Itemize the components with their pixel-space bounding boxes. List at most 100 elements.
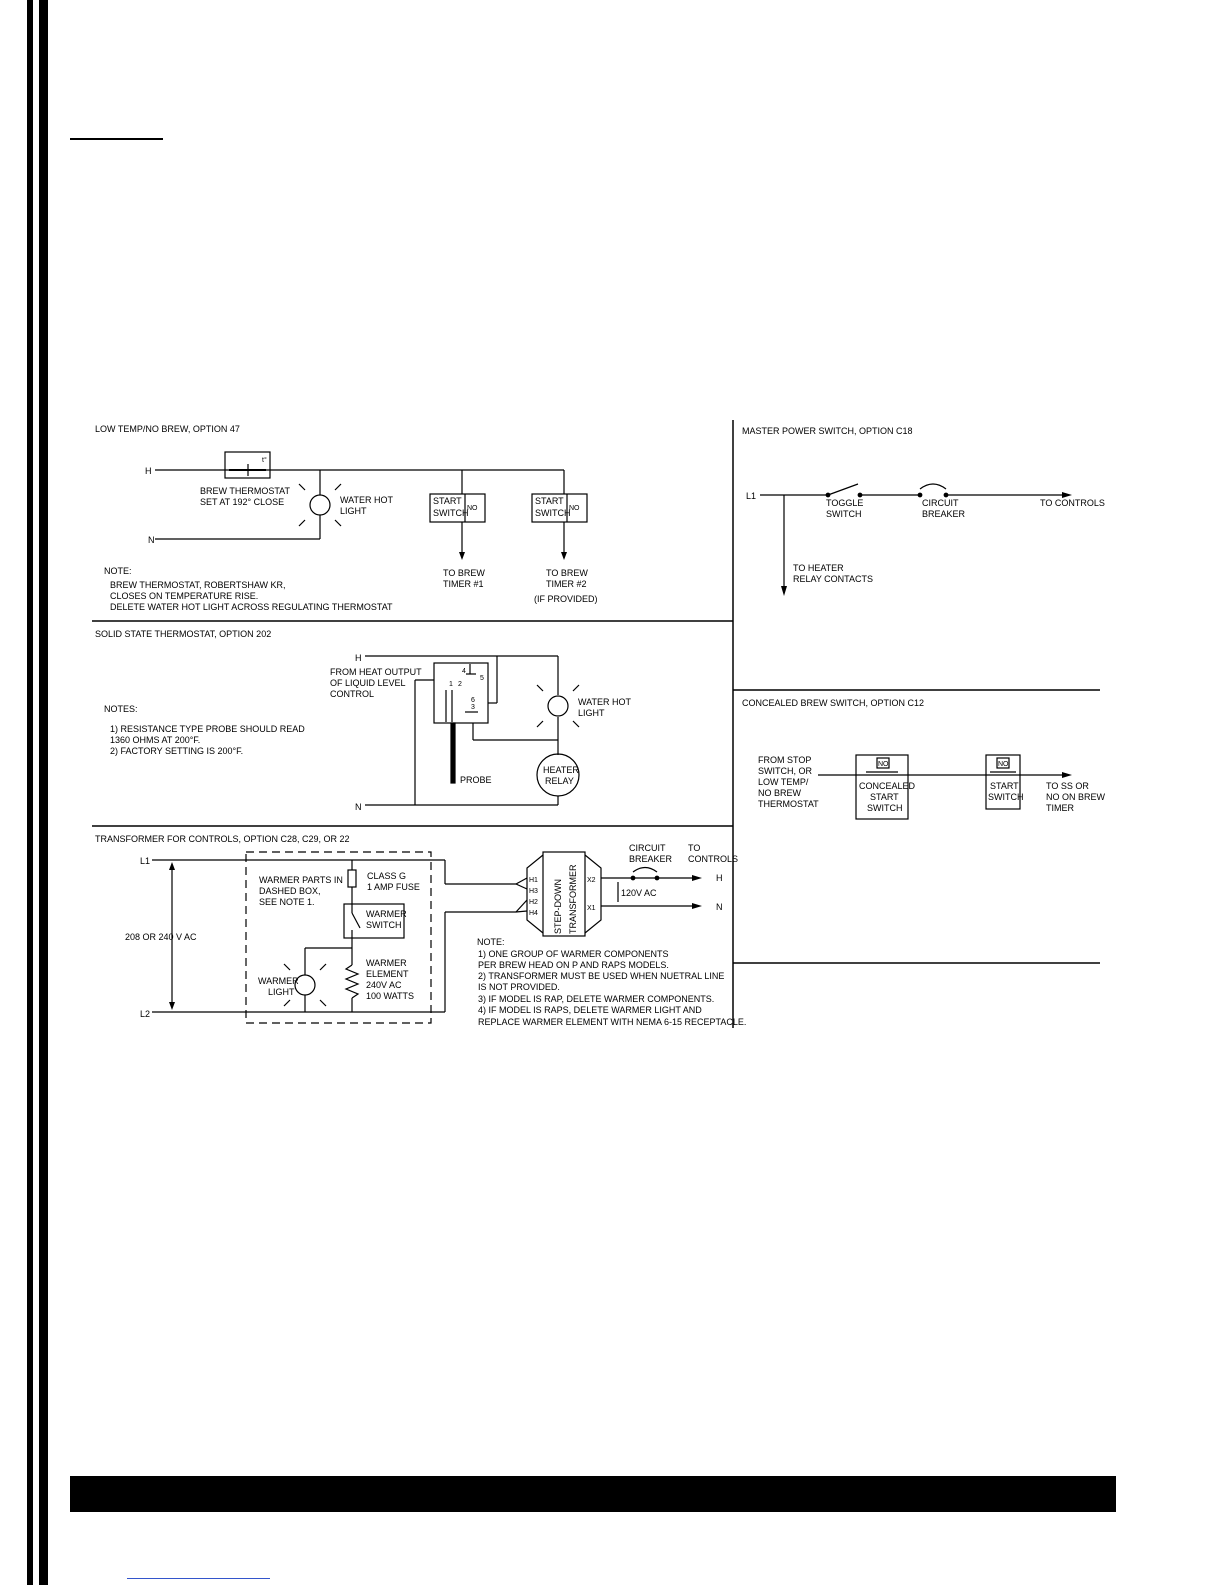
svg-text:TOGGLE: TOGGLE (826, 498, 863, 508)
panel-title: CONCEALED BREW SWITCH, OPTION C12 (742, 698, 924, 708)
panel-title: MASTER POWER SWITCH, OPTION C18 (742, 426, 913, 436)
svg-text:FROM STOP: FROM STOP (758, 755, 811, 765)
svg-text:NO BREW: NO BREW (758, 788, 802, 798)
svg-text:PER BREW HEAD ON P AND RAPS MO: PER BREW HEAD ON P AND RAPS MODELS. (478, 960, 669, 970)
svg-text:CONTROL: CONTROL (330, 689, 374, 699)
svg-text:NOTES:: NOTES: (104, 704, 138, 714)
svg-text:SEE NOTE 1.: SEE NOTE 1. (259, 897, 315, 907)
svg-text:NO: NO (998, 761, 1009, 768)
svg-text:SWITCH: SWITCH (535, 508, 571, 518)
probe-symbol (450, 722, 456, 784)
svg-text:TO BREW: TO BREW (443, 568, 485, 578)
svg-text:SWITCH: SWITCH (433, 508, 469, 518)
secondary-breaker-symbol (630, 866, 660, 881)
svg-text:WARMER: WARMER (258, 976, 299, 986)
svg-text:SWITCH: SWITCH (988, 792, 1024, 802)
svg-text:NOTE:: NOTE: (104, 566, 132, 576)
panel-solid-state: SOLID STATE THERMOSTAT, OPTION 202 H N F… (95, 629, 631, 812)
svg-text:N: N (355, 802, 362, 812)
svg-text:NO: NO (569, 505, 580, 512)
svg-text:H1: H1 (529, 877, 538, 884)
svg-text:CONCEALED: CONCEALED (859, 781, 916, 791)
svg-text:100 WATTS: 100 WATTS (366, 991, 414, 1001)
svg-text:SET AT 192° CLOSE: SET AT 192° CLOSE (200, 497, 284, 507)
svg-text:WATER HOT: WATER HOT (578, 697, 631, 707)
svg-text:DASHED BOX,: DASHED BOX, (259, 886, 321, 896)
svg-text:1 AMP FUSE: 1 AMP FUSE (367, 882, 420, 892)
svg-text:240V AC: 240V AC (366, 980, 402, 990)
svg-text:TIMER #1: TIMER #1 (443, 579, 484, 589)
svg-text:NO: NO (467, 505, 478, 512)
circuit-breaker-symbol (917, 483, 949, 498)
svg-text:WARMER: WARMER (366, 958, 407, 968)
svg-text:START: START (433, 496, 462, 506)
svg-text:1360 OHMS AT 200°F.: 1360 OHMS AT 200°F. (110, 735, 200, 745)
warmer-switch-symbol (343, 903, 405, 939)
svg-text:TO HEATER: TO HEATER (793, 563, 844, 573)
svg-text:NO: NO (878, 761, 889, 768)
step-down-transformer-symbol: STEP-DOWN TRANSFORMER H1 H3 H2 H4 X2 X1 (515, 851, 602, 937)
concealed-start-switch-symbol: NO CONCEALED START SWITCH (855, 754, 916, 820)
panel-title: SOLID STATE THERMOSTAT, OPTION 202 (95, 629, 271, 639)
page-edge-bar-left (27, 0, 33, 1585)
svg-text:X1: X1 (587, 905, 596, 912)
svg-text:STEP-DOWN: STEP-DOWN (553, 879, 563, 934)
svg-text:L1: L1 (140, 856, 150, 866)
svg-text:BREW THERMOSTAT: BREW THERMOSTAT (200, 486, 291, 496)
svg-text:NOTE:: NOTE: (477, 937, 505, 947)
panel-master-power: MASTER POWER SWITCH, OPTION C18 L1 TOGGL… (742, 426, 1105, 596)
start-switch-symbol: NO START SWITCH (985, 754, 1024, 810)
svg-text:CIRCUIT: CIRCUIT (629, 843, 666, 853)
svg-text:TIMER: TIMER (1046, 803, 1074, 813)
svg-text:1) RESISTANCE TYPE PROBE SHOUL: 1) RESISTANCE TYPE PROBE SHOULD READ (110, 724, 305, 734)
svg-text:LIGHT: LIGHT (578, 708, 605, 718)
svg-text:BREW THERMOSTAT, ROBERTSHAW KR: BREW THERMOSTAT, ROBERTSHAW KR, (110, 580, 286, 590)
svg-text:START: START (990, 781, 1019, 791)
svg-text:SWITCH, OR: SWITCH, OR (758, 766, 812, 776)
svg-text:THERMOSTAT: THERMOSTAT (758, 799, 819, 809)
svg-text:H: H (355, 653, 362, 663)
svg-text:WATER HOT: WATER HOT (340, 495, 393, 505)
svg-text:IS NOT PROVIDED.: IS NOT PROVIDED. (478, 982, 560, 992)
panel-dividers (92, 420, 1100, 1028)
svg-text:REPLACE WARMER ELEMENT WITH NE: REPLACE WARMER ELEMENT WITH NEMA 6-15 RE… (478, 1017, 746, 1027)
panel-low-temp: LOW TEMP/NO BREW, OPTION 47 H N t° BREW … (95, 424, 598, 612)
svg-text:START: START (535, 496, 564, 506)
svg-text:NO ON BREW: NO ON BREW (1046, 792, 1106, 802)
water-hot-light-icon (536, 684, 580, 728)
water-hot-light-icon (298, 483, 342, 527)
svg-text:TIMER #2: TIMER #2 (546, 579, 587, 589)
svg-text:208 OR 240 V AC: 208 OR 240 V AC (125, 932, 197, 942)
start-switch-2-symbol: NO START SWITCH (531, 493, 588, 523)
svg-text:2) TRANSFORMER MUST BE USED WH: 2) TRANSFORMER MUST BE USED WHEN NUETRAL… (478, 971, 724, 981)
svg-text:OF LIQUID LEVEL: OF LIQUID LEVEL (330, 678, 406, 688)
solid-state-control-box: 4 5 1 2 6 3 (433, 662, 489, 724)
svg-text:2) FACTORY SETTING IS 200°F.: 2) FACTORY SETTING IS 200°F. (110, 746, 243, 756)
svg-text:2: 2 (458, 681, 462, 688)
svg-text:5: 5 (480, 675, 484, 682)
svg-text:RELAY CONTACTS: RELAY CONTACTS (793, 574, 873, 584)
svg-text:LOW TEMP/: LOW TEMP/ (758, 777, 809, 787)
fuse-symbol (347, 869, 357, 888)
svg-text:LIGHT: LIGHT (268, 987, 295, 997)
svg-text:L2: L2 (140, 1009, 150, 1019)
svg-text:RELAY: RELAY (545, 776, 574, 786)
heater-relay-symbol (536, 753, 580, 797)
warmer-light-icon (283, 963, 327, 1007)
svg-text:TO CONTROLS: TO CONTROLS (1040, 498, 1105, 508)
start-switch-1-symbol: NO START SWITCH (429, 493, 486, 523)
svg-text:X2: X2 (587, 877, 596, 884)
svg-text:N: N (716, 902, 723, 912)
svg-text:L1: L1 (746, 491, 756, 501)
svg-text:START: START (870, 792, 899, 802)
svg-text:TO SS OR: TO SS OR (1046, 781, 1089, 791)
panel-concealed-brew: CONCEALED BREW SWITCH, OPTION C12 FROM S… (742, 698, 1106, 820)
svg-text:CLASS G: CLASS G (367, 871, 406, 881)
svg-text:TO BREW: TO BREW (546, 568, 588, 578)
svg-text:BREAKER: BREAKER (922, 509, 966, 519)
svg-text:120V AC: 120V AC (621, 888, 657, 898)
svg-text:H3: H3 (529, 888, 538, 895)
panel-title: LOW TEMP/NO BREW, OPTION 47 (95, 424, 240, 434)
svg-text:H: H (716, 873, 723, 883)
